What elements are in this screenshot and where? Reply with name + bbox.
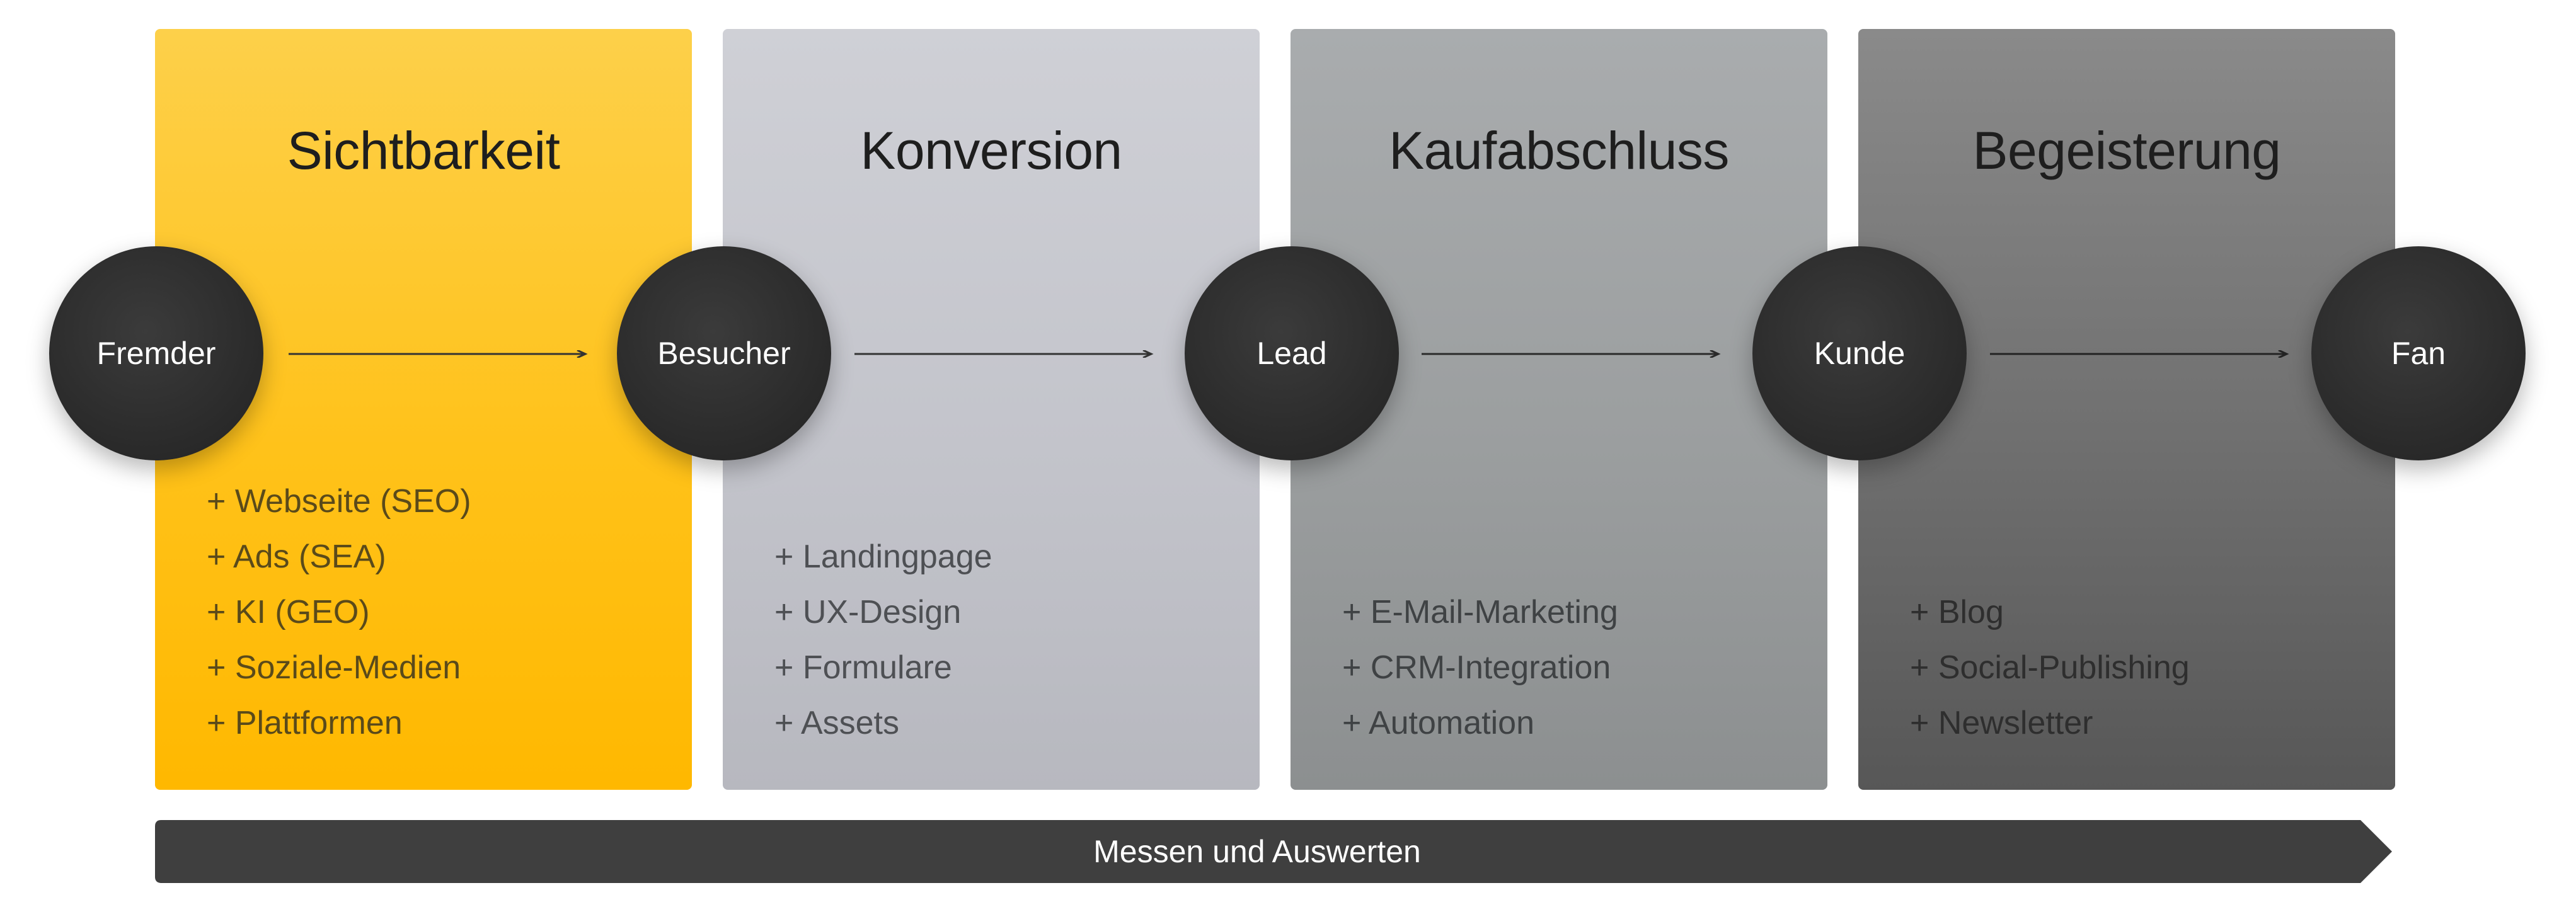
arrow-right-icon [854,350,1154,358]
list-item: + Social-Publishing [1910,649,2190,686]
arrow-bar-shape [155,820,2392,883]
stage-node-lead: Lead [1185,246,1399,460]
list-item: + Assets [774,705,899,741]
list-item: + Landingpage [774,539,992,575]
list-item: + Formulare [774,649,952,686]
measure-evaluate-bar: Messen und Auswerten [155,820,2392,883]
stage-node-fremder: Fremder [49,246,263,460]
arrow-right-icon [289,350,589,358]
column-item-list: + Blog + Social-Publishing + Newsletter [1910,584,2370,751]
column-item-list: + E-Mail-Marketing + CRM-Integration + A… [1342,584,1802,751]
list-item: + KI (GEO) [207,594,370,630]
list-item: + Plattformen [207,705,403,741]
column-title: Konversion [860,121,1122,180]
column-title: Kaufabschluss [1389,121,1729,180]
arrow-right-icon [1990,350,2290,358]
arrow-right-icon [1422,350,1722,358]
stage-node-kunde: Kunde [1752,246,1967,460]
column-title: Begeisterung [1972,121,2281,180]
stage-node-besucher: Besucher [617,246,831,460]
list-item: + Soziale-Medien [207,649,461,686]
column-item-list: + Landingpage + UX-Design + Formulare + … [774,529,1234,751]
list-item: + E-Mail-Marketing [1342,594,1618,630]
list-item: + Automation [1342,705,1534,741]
column-item-list: + Webseite (SEO) + Ads (SEA) + KI (GEO) … [207,474,667,751]
list-item: + CRM-Integration [1342,649,1611,686]
list-item: + Webseite (SEO) [207,483,471,520]
list-item: + Newsletter [1910,705,2093,741]
list-item: + Blog [1910,594,2004,630]
list-item: + Ads (SEA) [207,539,386,575]
column-title: Sichtbarkeit [287,121,560,180]
stage-node-fan: Fan [2311,246,2526,460]
measure-evaluate-label: Messen und Auswerten [1093,834,1421,869]
list-item: + UX-Design [774,594,962,630]
